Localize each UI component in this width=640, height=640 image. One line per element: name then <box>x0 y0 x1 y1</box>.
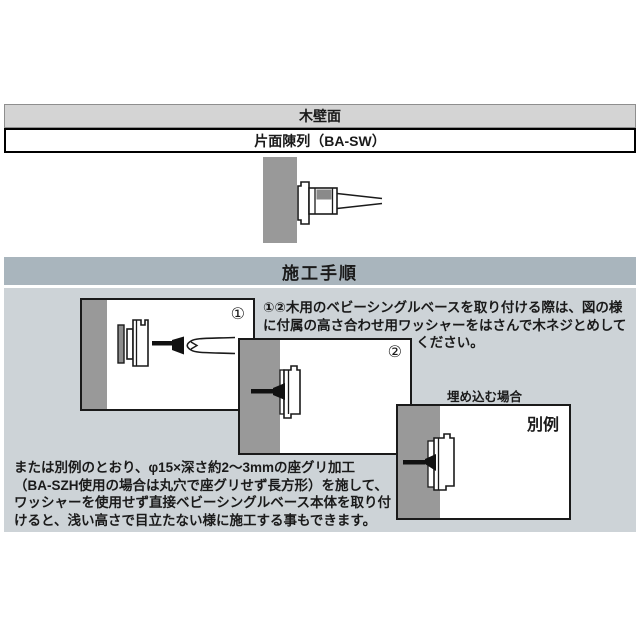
screwdriver-icon <box>186 336 236 355</box>
product-name-bar: 片面陳列（BA-SW） <box>4 128 636 153</box>
step2-diagram-box: ② <box>238 338 412 455</box>
pipe-arm-icon <box>336 192 383 210</box>
embed-case-label: 埋め込む場合 <box>447 390 523 404</box>
wall-strip-icon <box>82 300 107 409</box>
step1-marker: ① <box>230 306 245 323</box>
wall-strip-icon <box>240 340 280 453</box>
wood-screw-icon <box>251 383 285 400</box>
base-side-view-icon <box>283 365 301 419</box>
wall-surface-label-bar: 木壁面 <box>4 104 636 128</box>
wood-screw-icon <box>403 454 436 471</box>
product-name-label: 片面陳列（BA-SW） <box>254 132 386 149</box>
mounting-note-line2: に付属の高さ合わせ用ワッシャーをはさんで木ネジとめして <box>263 317 627 333</box>
base-plate-icon <box>297 181 310 225</box>
alt-method-note-line4: けると、浅い高さで目立たない様に施工する事もできます。 <box>14 512 377 528</box>
wall-surface-label: 木壁面 <box>299 108 341 124</box>
wood-screw-icon <box>152 336 184 355</box>
alt-method-note: または別例のとおり、φ15×深さ約2〜3mmの座グリ加工 （BA-SZH使用の場… <box>14 459 414 529</box>
alt-example-label: 別例 <box>526 417 559 434</box>
step1-diagram <box>82 300 236 409</box>
mounting-note-line1: ①②木用のベビーシングルベースを取り付ける際は、図の様 <box>263 300 623 315</box>
alt-example-diagram <box>398 406 455 518</box>
cylinder-band-icon <box>316 189 332 200</box>
alt-method-note-line1: または別例のとおり、φ15×深さ約2〜3mmの座グリ加工 <box>14 460 356 475</box>
mounting-note: ①②木用のベビーシングルベースを取り付ける際は、図の様 に付属の高さ合わせ用ワッ… <box>263 299 637 352</box>
step2-diagram <box>240 340 301 453</box>
washer-icon <box>117 324 125 364</box>
wall-cross-section <box>263 157 297 243</box>
step1-diagram-box: ① <box>80 298 255 411</box>
mounted-base-diagram-icon <box>297 181 383 225</box>
section-header: 施工手順 <box>4 257 636 285</box>
section-title: 施工手順 <box>282 263 358 283</box>
base-side-view-icon <box>132 319 149 367</box>
alt-method-note-line2: （BA-SZH使用の場合は丸穴で座グリせず長方形）を施して、 <box>14 477 388 493</box>
base-side-view-icon <box>433 433 455 491</box>
alt-method-note-line3: ワッシャーを使用せず直接ベビーシングルベース本体を取り付 <box>14 495 392 510</box>
step2-marker: ② <box>387 344 402 361</box>
mounting-note-line3: ください。 <box>416 335 484 350</box>
alt-example-diagram-box: 別例 <box>396 404 571 520</box>
